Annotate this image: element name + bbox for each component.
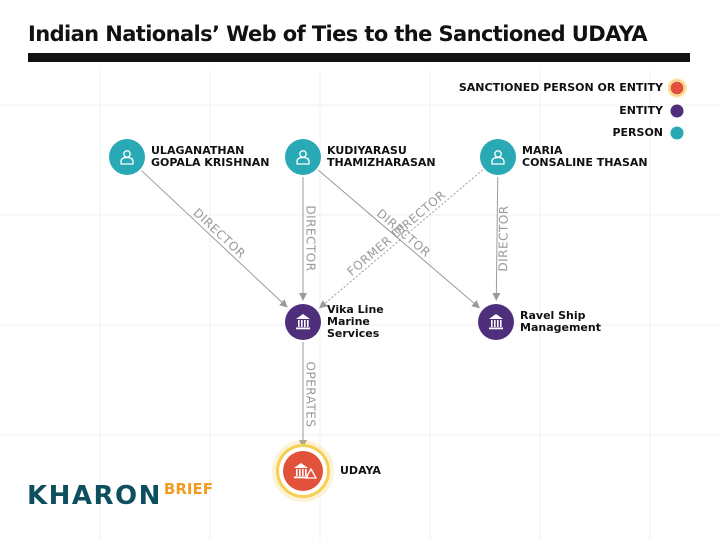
legend-label: SANCTIONED PERSON OR ENTITY [459,81,664,94]
entity-node-circle [478,304,514,340]
edge-kudiyarasu-vika: DIRECTOR [299,177,318,301]
node-label: Marine [327,315,370,328]
legend-swatch [670,126,684,140]
legend-swatch [670,81,684,95]
legend: SANCTIONED PERSON OR ENTITY ENTITY PERSON [459,78,687,140]
node-label: Management [520,321,601,334]
legend-item-sanctioned: SANCTIONED PERSON OR ENTITY [459,78,687,98]
node-label: GOPALA KRISHNAN [151,156,269,169]
edge-label: FORMER DIRECTOR [344,188,448,279]
person-icon [120,150,134,165]
node-label: KUDIYARASU [327,144,407,157]
edge-label: OPERATES [304,362,318,428]
person-icon [491,150,505,165]
entity-node-circle [285,304,321,340]
edge-line [141,170,288,308]
legend-label: ENTITY [619,104,664,117]
edge-vika-udaya: OPERATES [299,342,318,448]
node-label: Ravel Ship [520,309,586,322]
bank-icon [296,314,310,330]
edge-line [492,176,501,302]
node-label: CONSALINE THASAN [522,156,648,169]
legend-item-entity: ENTITY [619,104,684,118]
legend-label: PERSON [612,126,663,139]
edge-line [319,169,484,309]
node-udaya[interactable]: UDAYA [272,440,381,502]
edge-label: DIRECTOR [304,205,318,271]
node-label: Vika Line [327,303,384,316]
edge-line [317,169,481,309]
node-label: MARIA [522,144,563,157]
edge-maria-ravel: DIRECTOR [492,176,511,302]
bank-icon [294,463,308,479]
edge-label: DIRECTOR [190,206,248,261]
logo-sub-text: BRIEF [163,480,213,498]
ship-sanction-icon [294,463,318,479]
diagram-title: Indian Nationals’ Web of Ties to the San… [28,22,648,46]
bank-icon [489,314,503,330]
node-label: UDAYA [340,464,381,477]
edge-ulaganathan-vika: DIRECTOR [141,170,288,308]
legend-item-person: PERSON [612,126,684,140]
logo-main-text: KHARON [27,481,162,511]
node-label: THAMIZHARASAN [327,156,436,169]
legend-swatch [670,104,684,118]
node-label: Services [327,327,380,340]
title-underline [28,53,690,62]
node-label: ULAGANATHAN [151,144,244,157]
edge-label: DIRECTOR [496,205,511,271]
person-icon [296,150,310,165]
